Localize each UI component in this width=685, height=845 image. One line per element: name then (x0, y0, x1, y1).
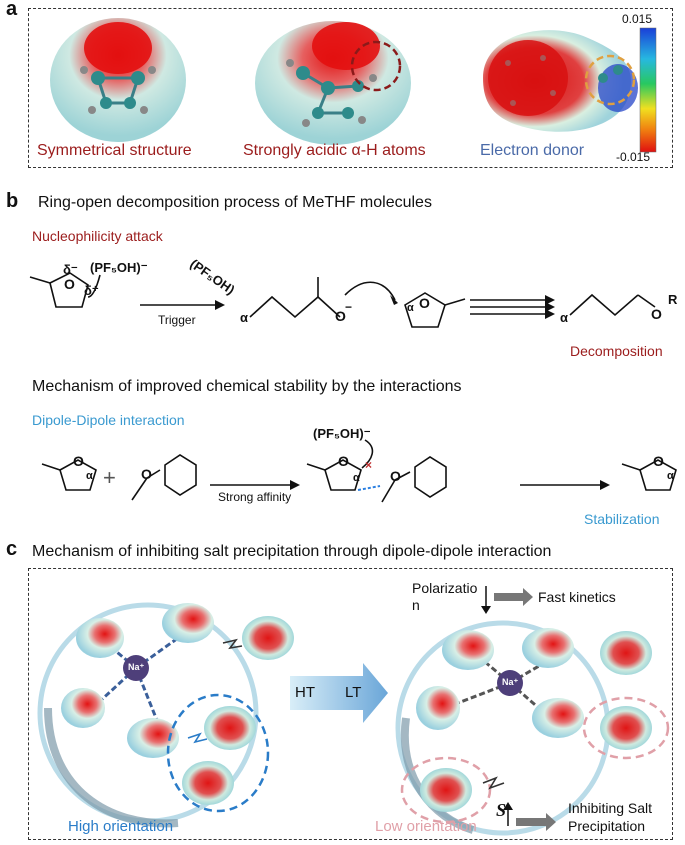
stab-o-anisole-2: O (390, 468, 401, 484)
strong-affinity-label: Strong affinity (218, 490, 292, 504)
stabilization-label: Stabilization (584, 511, 660, 527)
na-label-right: Na⁺ (502, 677, 519, 687)
high-orientation-label: High orientation (68, 818, 174, 835)
panel-b-letter: b (6, 190, 19, 212)
inhibiting-label-1: Inhibiting Salt (568, 800, 653, 816)
na-label-left: Na⁺ (128, 662, 145, 672)
panel-c-letter: c (6, 538, 18, 560)
blocked-cross: × (365, 458, 373, 472)
panel-b-title1: Ring-open decomposition process of MeTHF… (38, 194, 432, 211)
panel-c-title: Mechanism of inhibiting salt precipitati… (32, 543, 552, 560)
low-orientation-ring-left (400, 756, 492, 824)
inhibiting-label-2: Precipitation (568, 818, 646, 834)
ht-lt-arrow (290, 663, 388, 723)
alpha-2: α (407, 302, 414, 314)
atom-o-1: O (64, 276, 75, 292)
panel-c-frame (28, 568, 673, 840)
low-orientation-ring-right (582, 696, 670, 760)
panel-c-illustration (37, 586, 670, 836)
alpha-1: α (240, 310, 248, 325)
low-orientation-label: Low orientation (375, 818, 477, 835)
trigger-label: Trigger (158, 313, 196, 327)
atom-o-2: O (419, 295, 430, 311)
panel-b-sub2: Dipole-Dipole interaction (32, 412, 185, 428)
ht-label: HT (295, 684, 315, 701)
polarization-label-n: n (412, 597, 420, 613)
decomposition-label: Decomposition (570, 343, 663, 359)
esp-surface-acidic-alpha-h (255, 21, 411, 145)
label-symmetrical: Symmetrical structure (37, 142, 192, 159)
s-symbol: S (496, 800, 507, 820)
panel-b-title2: Mechanism of improved chemical stability… (32, 378, 462, 395)
pf5oh-nucleophile: (PF₅OH)⁻ (90, 260, 148, 275)
label-electron-donor: Electron donor (480, 142, 585, 159)
panel-b-sub1: Nucleophilicity attack (32, 228, 163, 244)
stab-alpha-1: α (86, 470, 93, 482)
stabilization-scheme (41, 439, 677, 503)
stab-alpha-2: α (353, 472, 360, 484)
na-ion-right (497, 670, 523, 696)
colorbar (639, 27, 657, 153)
panel-a-letter: a (6, 0, 18, 20)
atom-delta-plus: δ⁺ (84, 283, 99, 298)
esp-surface-symmetric (50, 18, 186, 142)
minus-sign: − (345, 300, 353, 314)
decomposition-scheme (29, 272, 656, 328)
fast-kinetics-label: Fast kinetics (538, 589, 616, 605)
panel-a-frame (28, 8, 673, 168)
na-ion-left (123, 655, 149, 681)
plus-sign: + (103, 465, 116, 490)
stab-o-anisole: O (141, 466, 152, 482)
atom-o-anion: O (335, 308, 346, 324)
colorbar-max: 0.015 (622, 12, 653, 26)
stab-pf5oh: (PF₅OH)⁻ (313, 426, 371, 441)
colorbar-min: -0.015 (616, 150, 651, 164)
esp-surface-electron-donor (483, 30, 638, 132)
polarization-label: Polarizatio (412, 580, 478, 596)
atom-o-product: O (651, 306, 662, 322)
stab-o-2: O (338, 453, 349, 469)
stab-alpha-3: α (667, 470, 674, 482)
alpha-3: α (560, 310, 568, 325)
high-orientation-ring (166, 693, 270, 813)
stab-o-1: O (73, 453, 84, 469)
right-solvent-molecules (416, 628, 652, 812)
label-acidic: Strongly acidic α-H atoms (243, 142, 426, 159)
lt-label: LT (345, 684, 362, 701)
atom-r: R (668, 292, 678, 307)
left-solvent-molecules (61, 603, 294, 805)
atom-delta-minus: δ⁻ (63, 262, 78, 277)
stab-o-3: O (653, 453, 664, 469)
panel-a-molecules (50, 18, 657, 153)
